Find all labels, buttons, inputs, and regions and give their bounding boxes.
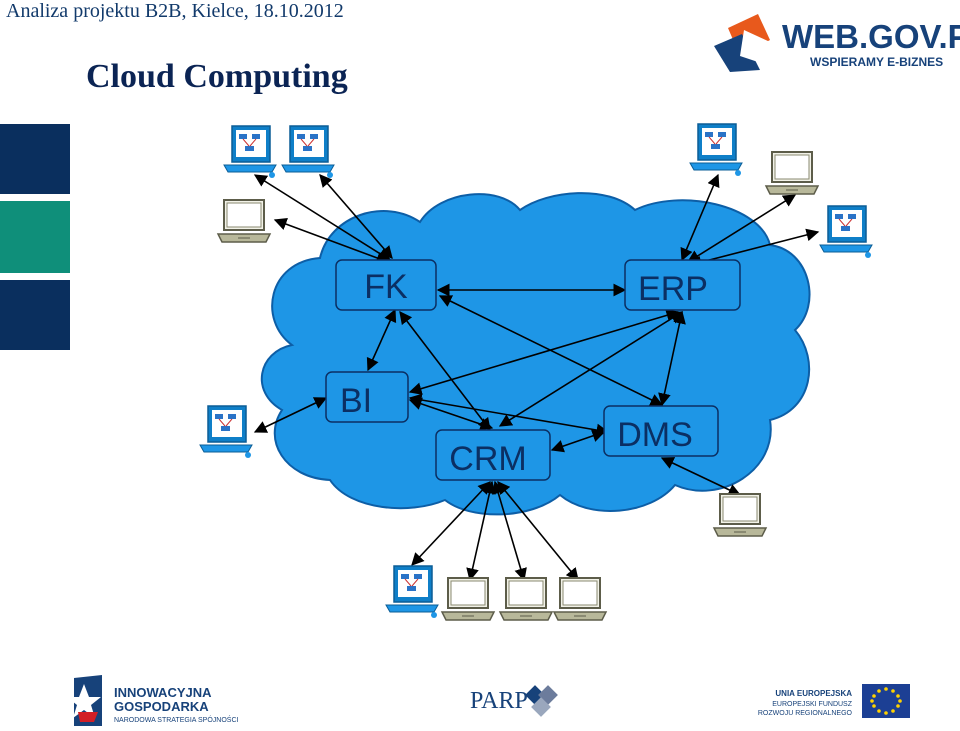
desktop-computer-icon: [281, 125, 335, 179]
innowacyjna-line3: NARODOWA STRATEGIA SPÓJNOŚCI: [114, 715, 239, 724]
innowacyjna-line1: INNOWACYJNA: [114, 685, 212, 700]
webgov-logo-tagline: WSPIERAMY E-BIZNES: [810, 55, 943, 69]
desktop-computer-icon: [199, 405, 253, 459]
eu-line1: UNIA EUROPEJSKA: [775, 689, 852, 698]
side-accent-block-bottom: [0, 280, 70, 350]
side-accent-block-middle: [0, 201, 70, 273]
node-bi-label: BI: [340, 382, 372, 420]
laptop-icon: [441, 577, 495, 621]
slide-title: Cloud Computing: [86, 58, 348, 95]
laptop-icon: [499, 577, 553, 621]
laptop-icon: [553, 577, 607, 621]
eu-line2: EUROPEJSKI FUNDUSZ: [772, 701, 852, 708]
parp-logo-text: PARP: [470, 688, 528, 714]
connection-arrows: [253, 173, 820, 582]
desktop-computer-icon: [223, 125, 277, 179]
laptop-icon: [765, 151, 819, 195]
webgov-logo-text: WEB.GOV.PL: [782, 18, 960, 55]
node-dms-label: DMS: [617, 416, 693, 454]
node-bi: BI: [325, 371, 409, 423]
desktop-computer-icon: [689, 123, 743, 177]
presentation-subtitle: Analiza projektu B2B, Kielce, 18.10.2012: [6, 0, 344, 22]
laptop-icon: [713, 493, 767, 537]
node-fk-label: FK: [364, 268, 408, 306]
node-crm: CRM: [435, 429, 551, 481]
innowacyjna-line2: GOSPODARKA: [114, 699, 209, 714]
laptop-icon: [217, 199, 271, 243]
parp-logo-mark-icon: [525, 685, 558, 717]
node-fk: FK: [335, 259, 437, 311]
desktop-computer-icon: [385, 565, 439, 619]
webgov-logo: WEB.GOV.PL WSPIERAMY E-BIZNES: [714, 14, 960, 72]
desktop-computer-icon: [819, 205, 873, 259]
node-dms: DMS: [603, 405, 719, 457]
eu-line3: ROZWOJU REGIONALNEGO: [758, 710, 853, 717]
side-accent-block-top: [0, 124, 70, 194]
node-crm-label: CRM: [449, 440, 526, 478]
parp-logo: PARP: [470, 685, 558, 717]
eu-logo: UNIA EUROPEJSKA EUROPEJSKI FUNDUSZ ROZWO…: [758, 684, 910, 718]
node-erp: ERP: [624, 259, 741, 311]
node-erp-label: ERP: [638, 270, 708, 308]
innowacyjna-gospodarka-logo: INNOWACYJNA GOSPODARKA NARODOWA STRATEGI…: [67, 675, 239, 726]
